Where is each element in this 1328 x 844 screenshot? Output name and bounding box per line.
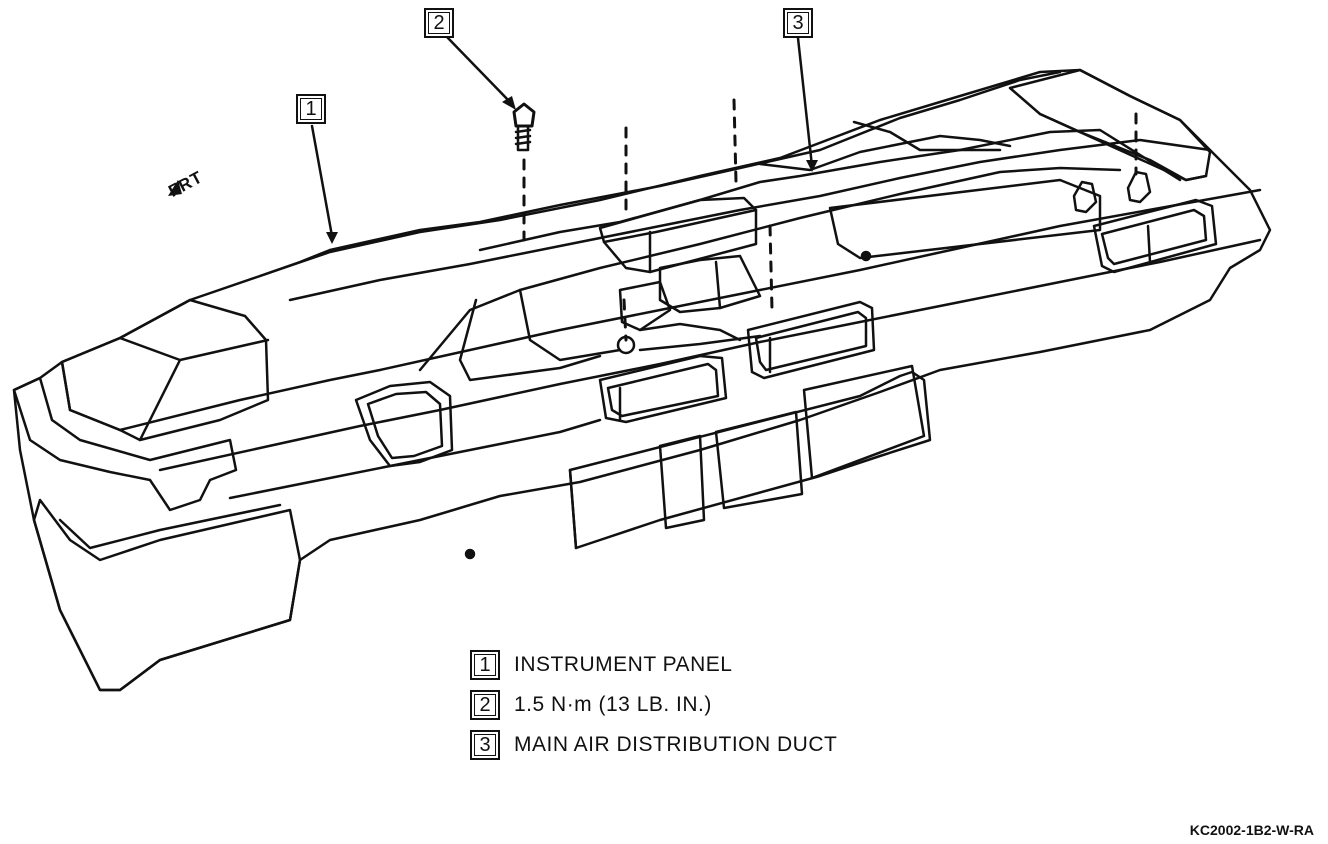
center-right-vent <box>746 300 876 380</box>
instrument-cluster-bezel <box>568 364 932 550</box>
left-lower-panel-inner <box>58 503 282 550</box>
left-lower-panel <box>32 498 302 692</box>
front-arrow-icon <box>168 180 182 196</box>
legend-text: INSTRUMENT PANEL <box>514 653 733 676</box>
left-bracket <box>12 376 238 512</box>
leader-line-1 <box>310 124 334 238</box>
panel-top-edge <box>258 70 1062 278</box>
center-left-vent <box>598 354 728 424</box>
left-air-vent <box>354 380 454 468</box>
dash-mid-line-2 <box>158 238 1262 472</box>
main-air-distribution-duct <box>418 120 1182 382</box>
left-end-block-edge <box>60 336 270 442</box>
retaining-clip-left <box>1072 180 1098 214</box>
dash-mid-line-1 <box>118 188 1262 432</box>
retaining-clip-right <box>1126 170 1152 204</box>
leader-line-2 <box>444 34 514 106</box>
right-air-vent <box>1092 198 1218 274</box>
mount-point <box>464 548 476 560</box>
legend-item: 1 INSTRUMENT PANEL <box>470 645 837 685</box>
callout-2: 2 <box>424 8 454 38</box>
figure-id: KC2002-1B2-W-RA <box>1189 822 1314 838</box>
legend-text: 1.5 N·m (13 LB. IN.) <box>514 693 712 716</box>
legend-number: 2 <box>470 690 500 720</box>
callout-3: 3 <box>783 8 813 38</box>
callout-1: 1 <box>296 94 326 124</box>
legend-item: 3 MAIN AIR DISTRIBUTION DUCT <box>470 725 837 765</box>
leader-line-3 <box>796 36 814 168</box>
legend: 1 INSTRUMENT PANEL 2 1.5 N·m (13 LB. IN.… <box>470 645 837 765</box>
legend-number: 1 <box>470 650 500 680</box>
legend-item: 2 1.5 N·m (13 LB. IN.) <box>470 685 837 725</box>
center-duct-box <box>598 196 762 355</box>
dash-lower-line <box>228 418 602 500</box>
leader-arrowheads <box>326 96 818 244</box>
legend-text: MAIN AIR DISTRIBUTION DUCT <box>514 733 838 756</box>
screw-icon <box>512 102 536 152</box>
mount-point <box>860 250 872 262</box>
legend-number: 3 <box>470 730 500 760</box>
right-end-block <box>1008 68 1212 182</box>
left-air-vent-inner <box>366 390 444 460</box>
fastener-alignment-lines <box>522 98 1138 342</box>
panel-top-rear-line <box>288 138 1212 302</box>
leader-lines <box>310 34 814 238</box>
